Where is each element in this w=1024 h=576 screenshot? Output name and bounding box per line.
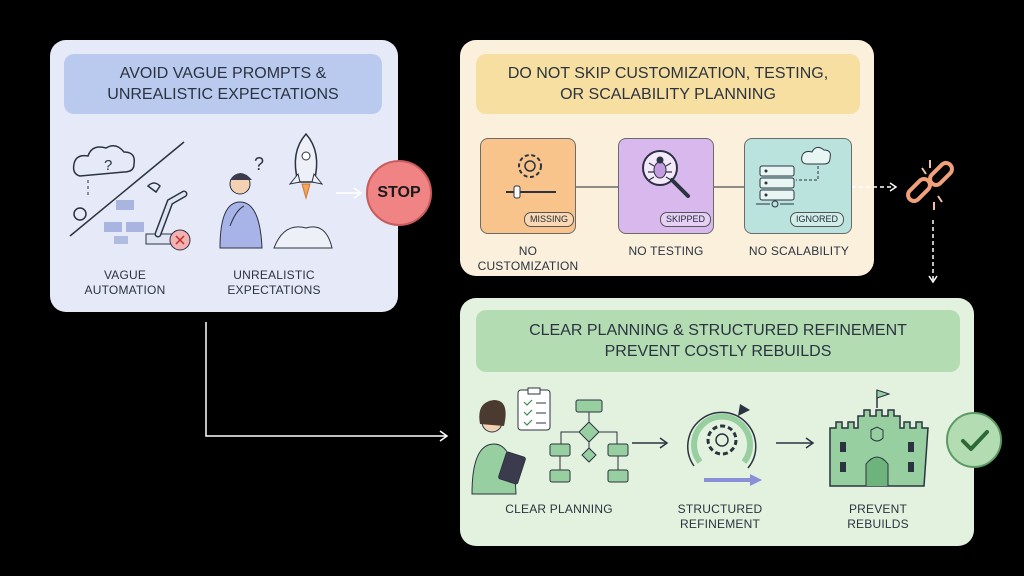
person-flowchart-icon [471,387,629,495]
connector-left-to-clear [205,322,449,442]
dashed-arrow-down [928,220,938,284]
avoid-banner-text: AVOID VAGUE PROMPTS & UNREALISTIC EXPECT… [107,65,339,103]
tag-skipped: SKIPPED [660,212,712,227]
robot-arm-icon: ? [69,141,191,251]
label-vague-automation: VAGUE AUTOMATION [84,268,166,297]
check-icon [961,430,989,451]
svg-text:?: ? [254,154,264,174]
rocket-person-icon: ? [219,132,333,249]
bug-magnifier-icon [642,150,690,198]
svg-text:?: ? [104,157,112,174]
dashed-arrow-to-chain [852,182,898,192]
card-connector-lines [576,186,744,188]
skip-banner-text: DO NOT SKIP CUSTOMIZATION, TESTING, OR S… [507,65,829,103]
avoid-banner: AVOID VAGUE PROMPTS & UNREALISTIC EXPECT… [64,54,382,114]
arrow-to-castle [776,437,815,449]
success-check-badge [946,412,1002,468]
arrow-to-refinement [632,437,669,449]
label-no-customization: NO CUSTOMIZATION [477,244,579,273]
clear-banner: CLEAR PLANNING & STRUCTURED REFINEMENT P… [476,310,960,372]
label-no-scalability: NO SCALABILITY [748,244,850,258]
stop-sign: STOP [366,160,432,226]
label-no-testing: NO TESTING [628,244,704,258]
tag-ignored: IGNORED [790,212,845,227]
label-prevent-rebuilds: PREVENT REBUILDS [847,502,909,531]
broken-chain-icon [906,160,954,210]
skip-banner: DO NOT SKIP CUSTOMIZATION, TESTING, OR S… [476,54,860,114]
clear-banner-text: CLEAR PLANNING & STRUCTURED REFINEMENT P… [529,322,907,360]
castle-icon [829,389,929,487]
server-cloud-icon [756,146,831,208]
arrow-to-stop [336,187,363,199]
label-unrealistic-expectations: UNREALISTIC EXPECTATIONS [227,268,321,297]
gear-cycle-icon [687,404,762,486]
gear-slider-icon [506,154,556,199]
stop-text: STOP [377,184,421,201]
label-clear-planning: CLEAR PLANNING [505,502,613,516]
tag-missing: MISSING [524,212,575,227]
label-structured-refinement: STRUCTURED REFINEMENT [677,502,763,531]
